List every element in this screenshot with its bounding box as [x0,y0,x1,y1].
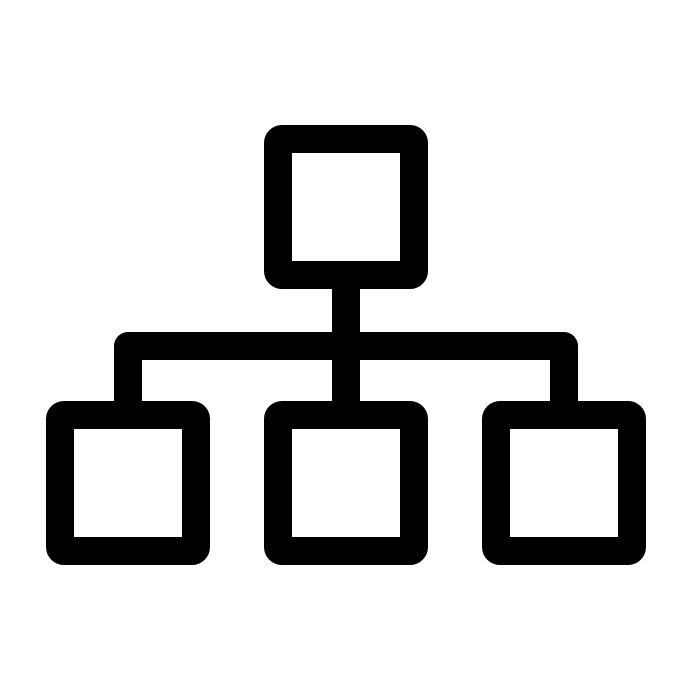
bottom-node-left-box [46,401,210,565]
bottom-node-right-box [482,401,646,565]
connector-branch [114,332,578,429]
top-node-box [264,125,428,289]
bottom-node-center-box [264,401,428,565]
